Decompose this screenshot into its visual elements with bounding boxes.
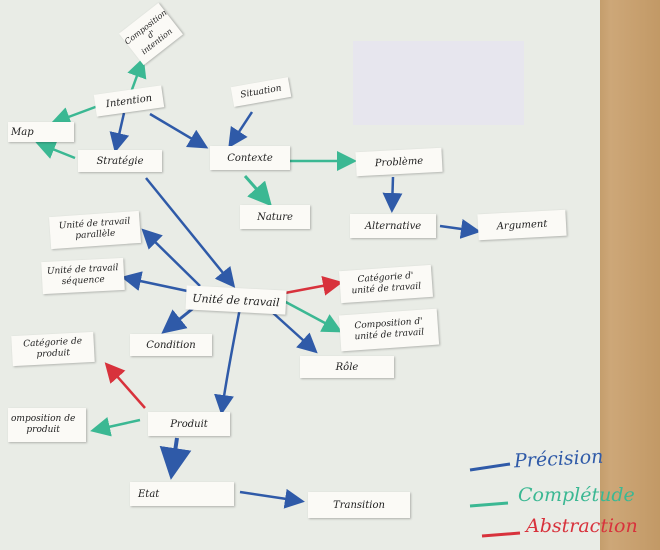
arrow-etat-transition <box>239 488 305 509</box>
card-probleme: Problème <box>355 147 443 177</box>
arrow-unite-produit <box>214 307 242 415</box>
card-etat: Etat <box>130 482 234 506</box>
legend-precision-label: Précision <box>513 445 604 473</box>
card-condition: Condition <box>130 334 212 356</box>
legend-completude-line <box>469 501 509 508</box>
legend-abstraction-line <box>481 531 521 538</box>
card-composition-unite: Composition d' unité de travail <box>338 308 440 352</box>
arrow-alternative-argument <box>439 219 481 239</box>
legend-completude-label: Complétude <box>518 484 635 506</box>
arrow-produit-composition <box>90 416 141 437</box>
arrow-contexte-nature <box>243 175 272 207</box>
card-strategie: Stratégie <box>78 150 162 172</box>
arrow-probleme-alternative <box>382 176 403 213</box>
card-categorie-produit: Catégorie de produit <box>11 331 95 367</box>
card-produit: Produit <box>148 412 230 436</box>
card-map: Map <box>8 122 74 142</box>
card-unite-parallele: Unité de travail parallèle <box>48 210 142 250</box>
arrow-situation-contexte <box>228 111 254 149</box>
card-transition: Transition <box>308 492 410 518</box>
legend-abstraction-label: Abstraction <box>526 515 638 537</box>
arrow-unite-categorie <box>284 275 343 296</box>
arrow-unite-sequence <box>121 271 193 294</box>
arrow-unite-role <box>271 311 318 354</box>
arrow-produit-categorie <box>104 362 146 409</box>
arrow-strategie-map <box>35 140 76 160</box>
card-composition-produit: omposition de produit <box>8 408 86 442</box>
card-categorie-unite: Catégorie d' unité de travail <box>338 264 434 304</box>
card-argument: Argument <box>477 209 567 241</box>
card-contexte: Contexte <box>210 146 290 170</box>
arrow-intention-map <box>50 104 99 127</box>
card-unite-sequence: Unité de travail séquence <box>41 257 125 295</box>
arrow-unite-condition <box>161 304 197 334</box>
arrow-intention-strategie <box>109 112 130 153</box>
arrow-unite-composition <box>281 298 343 333</box>
legend-precision-line <box>469 462 511 472</box>
card-alternative: Alternative <box>350 214 436 238</box>
arrow-produit-etat <box>159 437 192 480</box>
blank-note <box>353 41 524 125</box>
arrow-unite-parallele <box>141 228 201 287</box>
card-nature: Nature <box>240 205 310 229</box>
arrow-intention-contexte <box>149 112 209 149</box>
arrow-strategie-unite <box>145 177 236 288</box>
card-role: Rôle <box>300 356 394 378</box>
